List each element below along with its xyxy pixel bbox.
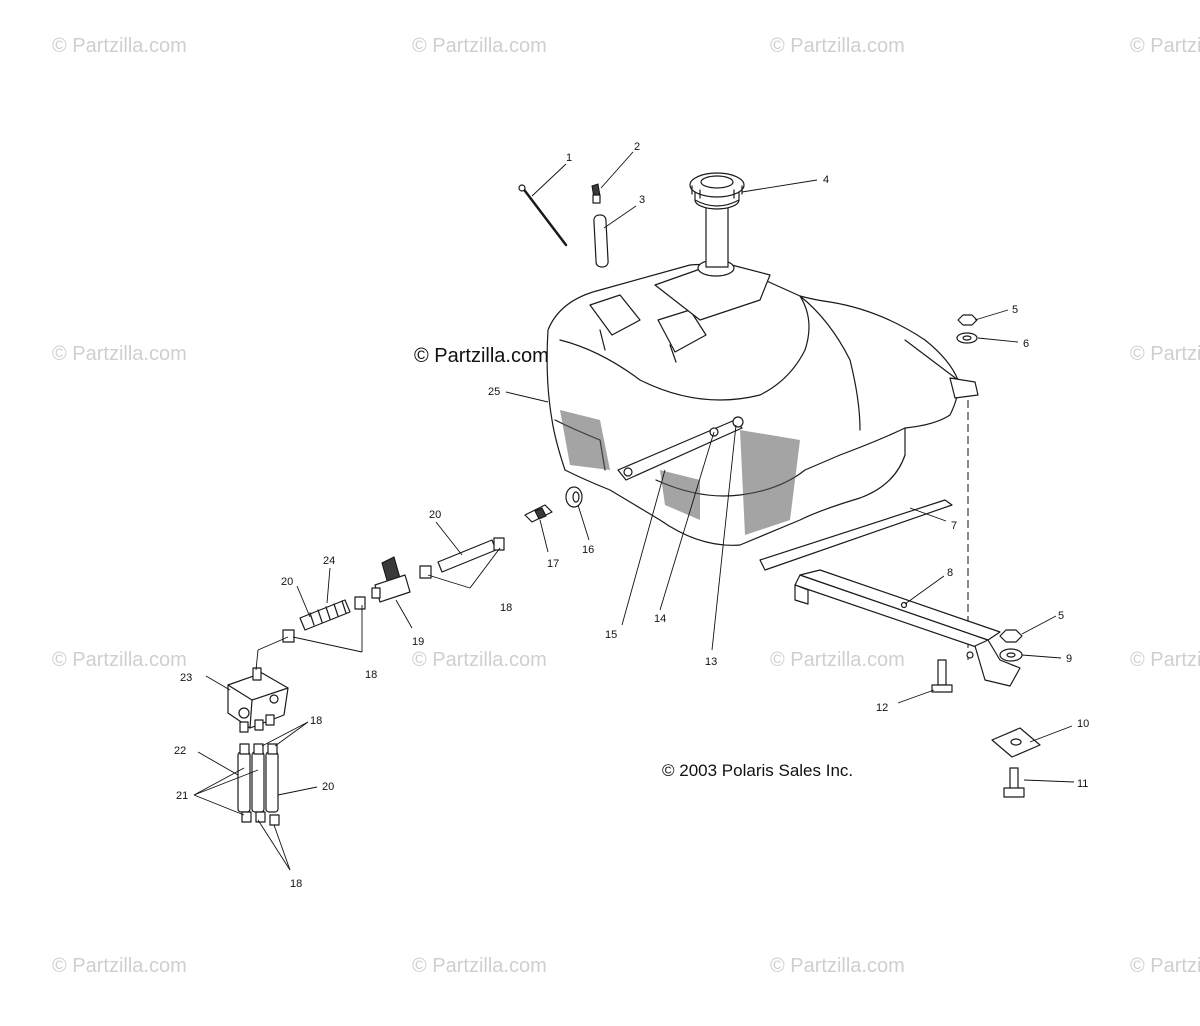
watermark: © Partzilla.com xyxy=(770,35,905,57)
callout-20-left: 20 xyxy=(281,576,293,588)
callout-3: 3 xyxy=(639,194,645,206)
callout-21: 21 xyxy=(176,790,188,802)
leader-lines xyxy=(193,151,1075,871)
copyright-text: © 2003 Polaris Sales Inc. xyxy=(662,761,853,780)
callout-2: 2 xyxy=(634,141,640,153)
watermark: © Partzilla.com xyxy=(1130,649,1200,671)
callout-12: 12 xyxy=(876,702,888,714)
callout-18-mid: 18 xyxy=(500,602,512,614)
watermark: © Partzilla.com xyxy=(770,955,905,977)
vent-hose xyxy=(593,214,609,268)
callout-18-bottom: 18 xyxy=(290,878,302,890)
callout-20-pump: 20 xyxy=(322,781,334,793)
vent-line xyxy=(518,184,569,247)
watermark: © Partzilla.com xyxy=(1130,955,1200,977)
shutoff-valve xyxy=(371,556,411,603)
grommet xyxy=(565,486,583,508)
callout-5-lower: 5 xyxy=(1058,610,1064,622)
nut-washer-top xyxy=(956,314,978,660)
callout-18-left: 18 xyxy=(365,669,377,681)
brand-text: © Partzilla.com xyxy=(414,345,549,367)
callout-9: 9 xyxy=(1066,653,1072,665)
vent-valve xyxy=(591,183,601,204)
fuel-cap xyxy=(689,172,745,210)
watermark: © Partzilla.com xyxy=(412,649,547,671)
watermark: © Partzilla.com xyxy=(1130,35,1200,57)
watermark: © Partzilla.com xyxy=(52,649,187,671)
callout-7: 7 xyxy=(951,520,957,532)
watermark: © Partzilla.com xyxy=(412,955,547,977)
callout-1: 1 xyxy=(566,152,572,164)
callout-8: 8 xyxy=(947,567,953,579)
callout-25: 25 xyxy=(488,386,500,398)
watermark: © Partzilla.com xyxy=(52,35,187,57)
callout-10: 10 xyxy=(1077,718,1089,730)
callout-22: 22 xyxy=(174,745,186,757)
watermark: © Partzilla.com xyxy=(52,955,187,977)
callout-23: 23 xyxy=(180,672,192,684)
bolt-12 xyxy=(931,659,953,693)
plate-10 xyxy=(991,727,1041,758)
watermark: © Partzilla.com xyxy=(770,649,905,671)
filler-neck xyxy=(705,204,729,268)
callout-14: 14 xyxy=(654,613,666,625)
callout-13: 13 xyxy=(705,656,717,668)
watermark: © Partzilla.com xyxy=(1130,343,1200,365)
fuel-tank xyxy=(546,259,979,546)
callout-17: 17 xyxy=(547,558,559,570)
callout-11: 11 xyxy=(1077,778,1088,790)
watermark-layer: © Partzilla.com © Partzilla.com © Partzi… xyxy=(52,35,1200,977)
spring-hose xyxy=(282,596,366,643)
callout-6: 6 xyxy=(1023,338,1029,350)
callout-16: 16 xyxy=(582,544,594,556)
nut-washer-lower xyxy=(999,629,1023,662)
watermark: © Partzilla.com xyxy=(52,343,187,365)
pump-hoses xyxy=(237,743,280,826)
callout-5-top: 5 xyxy=(1012,304,1018,316)
fuel-pump xyxy=(227,667,289,733)
watermark: © Partzilla.com xyxy=(412,35,547,57)
callout-20-mid: 20 xyxy=(429,509,441,521)
bolt-11 xyxy=(1003,767,1025,798)
callout-18-pump: 18 xyxy=(310,715,322,727)
callout-24: 24 xyxy=(323,555,335,567)
mounting-bracket xyxy=(794,569,1021,687)
callout-labels: 1 2 3 4 5 6 7 8 5 9 10 11 12 13 14 15 16… xyxy=(174,141,1089,890)
callout-19: 19 xyxy=(412,636,424,648)
pad-strip xyxy=(759,499,953,571)
fitting xyxy=(524,504,553,523)
callout-4: 4 xyxy=(823,174,829,186)
callout-15: 15 xyxy=(605,629,617,641)
hose-mid xyxy=(419,537,505,579)
